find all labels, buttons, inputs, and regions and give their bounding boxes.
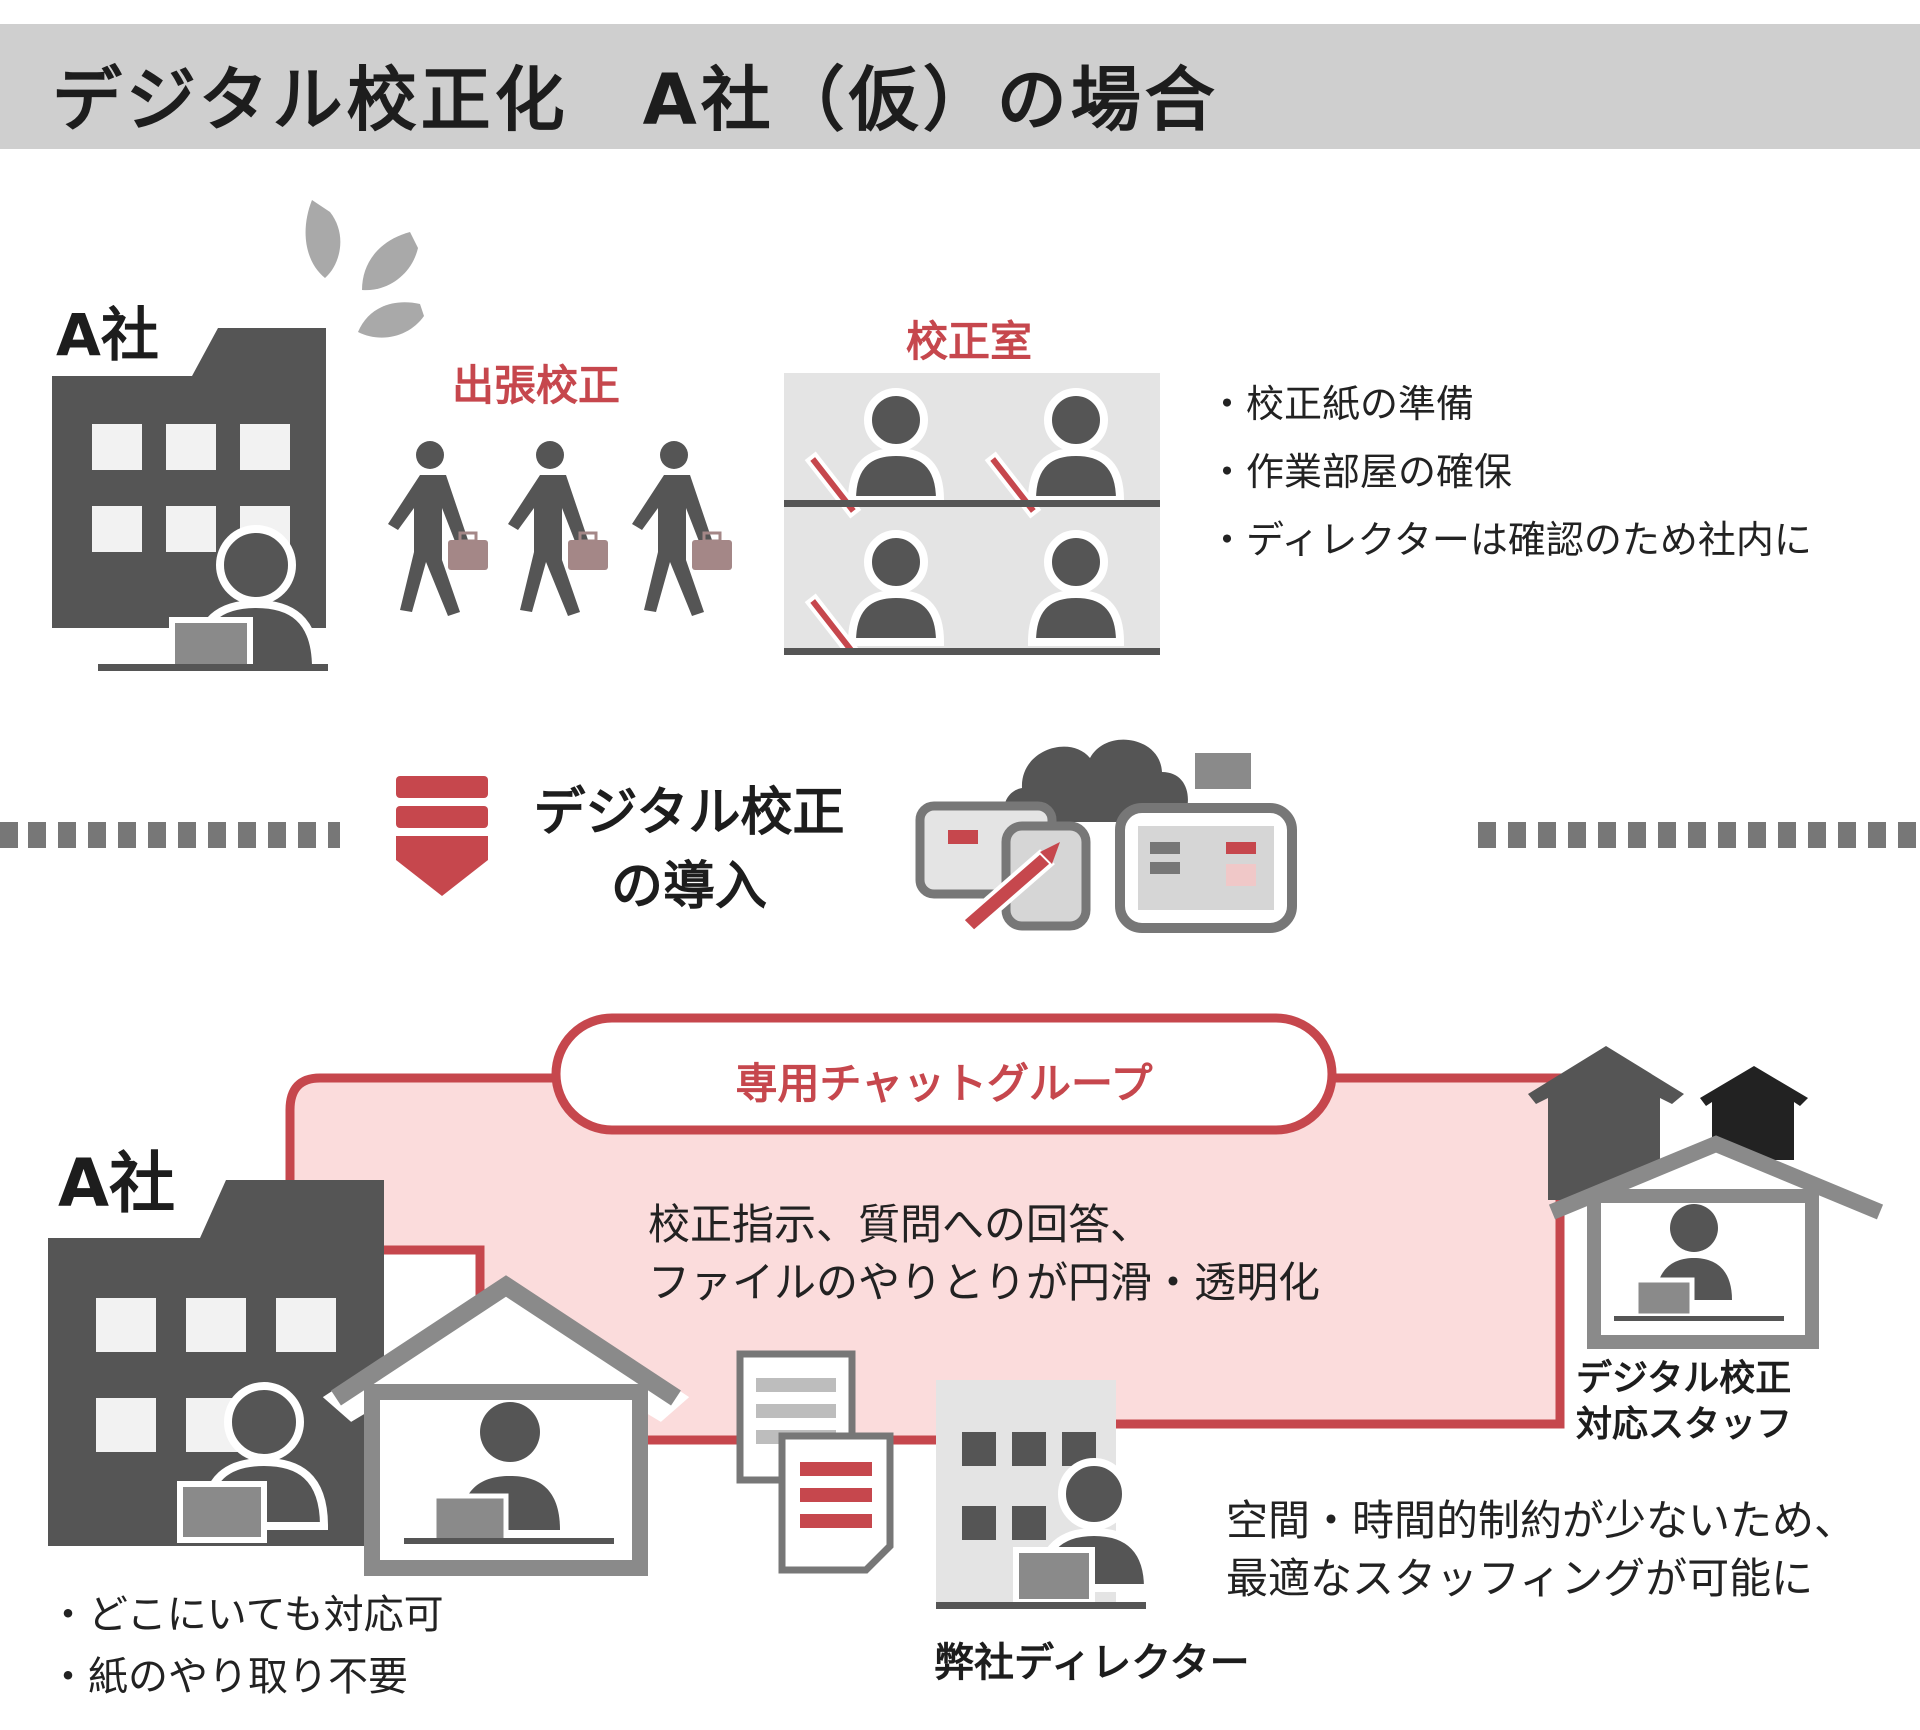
staff-label: デジタル校正 対応スタッフ bbox=[1576, 1356, 1792, 1448]
worker-at-laptop-icon bbox=[98, 525, 328, 675]
issue-item: ・校正紙の準備 bbox=[1208, 382, 1475, 426]
proofreading-room-label: 校正室 bbox=[906, 317, 1033, 366]
traveling-staff-icon bbox=[388, 439, 734, 618]
proofreading-room-icon bbox=[784, 373, 1257, 795]
staff-label-line: 対応スタッフ bbox=[1576, 1404, 1793, 1445]
staffing-benefit-line: 最適なスタッフィングが可能に bbox=[1226, 1554, 1814, 1603]
company-label-top: A社 bbox=[56, 301, 159, 369]
remote-benefit-item: ・どこにいても対応可 bbox=[48, 1592, 444, 1638]
remote-house-icon bbox=[322, 1275, 690, 1576]
company-building-bottom-icon bbox=[48, 1180, 384, 1546]
chat-group-pill bbox=[551, 1013, 1337, 1135]
issue-item: ・ディレクターは確認のため社内に bbox=[1208, 518, 1812, 562]
divider-left bbox=[0, 822, 340, 848]
down-arrow-icon bbox=[396, 776, 488, 896]
title-bar bbox=[0, 24, 1920, 149]
trip-proofreading-label: 出張校正 bbox=[452, 361, 621, 410]
issue-item: ・作業部屋の確保 bbox=[1208, 450, 1513, 494]
company-label-bottom: A社 bbox=[58, 1145, 176, 1222]
page-title: デジタル校正化 A社（仮）の場合 bbox=[52, 59, 1219, 141]
transition-line2: の導入 bbox=[610, 857, 767, 917]
staff-houses-icon bbox=[1528, 1046, 1884, 1349]
stress-marks-icon bbox=[305, 200, 424, 338]
cloud-devices-icon bbox=[915, 739, 1297, 935]
chat-benefit-text: 校正指示、質問への回答、 ファイルのやりとりが円滑・透明化 bbox=[648, 1196, 1320, 1312]
documents-icon bbox=[736, 1350, 894, 1574]
issues-list: ・校正紙の準備 ・作業部屋の確保 ・ディレクターは確認のため社内に bbox=[1208, 370, 1812, 574]
staff-label-line: デジタル校正 bbox=[1576, 1358, 1792, 1399]
director-building-icon bbox=[936, 1380, 1153, 1609]
director-label: 弊社ディレクター bbox=[934, 1640, 1250, 1686]
staffing-benefit-line: 空間・時間的制約が少ないため、 bbox=[1226, 1496, 1857, 1545]
chat-benefit-line: 校正指示、質問への回答、 bbox=[648, 1200, 1153, 1249]
transition-label: デジタル校正 の導入 bbox=[524, 776, 854, 924]
transition-line1: デジタル校正 bbox=[533, 783, 845, 843]
divider-right bbox=[1478, 822, 1916, 848]
remote-benefit-item: ・紙のやり取り不要 bbox=[48, 1654, 408, 1700]
staffing-benefit-text: 空間・時間的制約が少ないため、 最適なスタッフィングが可能に bbox=[1226, 1492, 1856, 1608]
remote-benefits-list: ・どこにいても対応可 ・紙のやり取り不要 bbox=[48, 1584, 444, 1708]
chat-benefit-line: ファイルのやりとりが円滑・透明化 bbox=[648, 1258, 1321, 1307]
chat-group-label: 専用チャットグループ bbox=[735, 1059, 1153, 1108]
